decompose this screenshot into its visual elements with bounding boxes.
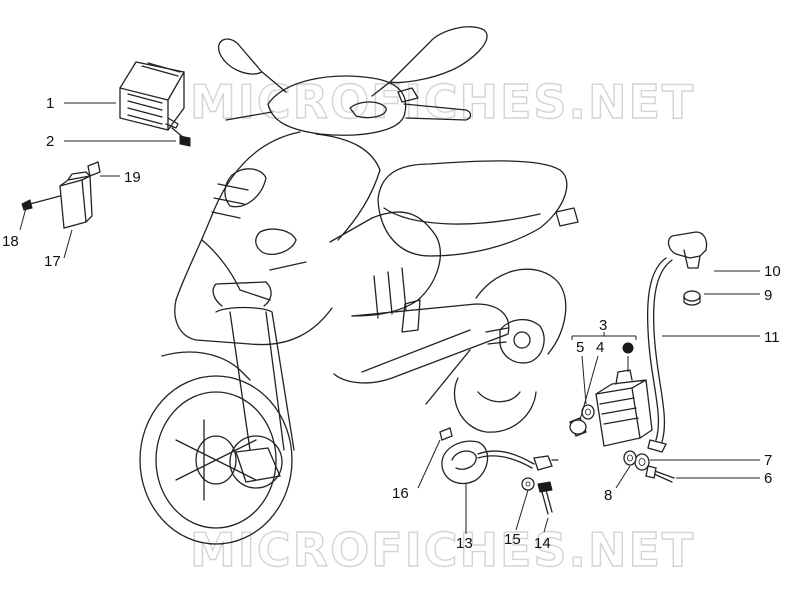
- callout-9: 9: [764, 287, 772, 304]
- callout-18: 18: [2, 233, 19, 250]
- part-marker-dot: [622, 342, 634, 354]
- part-ht-coil: [595, 369, 653, 447]
- part-washer-8: [623, 450, 637, 466]
- callout-7: 7: [764, 452, 772, 469]
- scooter-illustration: [139, 26, 579, 545]
- part-regulator: [119, 61, 185, 131]
- part-screw-18: [21, 195, 61, 211]
- part-spark-plug-cap: [667, 231, 708, 306]
- callout-8: 8: [604, 487, 612, 504]
- callout-1: 1: [46, 95, 54, 112]
- part-clip-16: [439, 427, 453, 441]
- callout-4: 4: [596, 339, 604, 356]
- callout-10: 10: [764, 263, 781, 280]
- callout-17: 17: [44, 253, 61, 270]
- leader-lines: [19, 102, 760, 534]
- callout-2: 2: [46, 133, 54, 150]
- watermark-bottom: MICROFICHES.NET: [190, 523, 695, 577]
- part-bolt-2: [171, 127, 191, 147]
- part-screw-14: [537, 481, 553, 515]
- callout-6: 6: [764, 470, 772, 487]
- part-pickup-unit: [441, 440, 559, 485]
- part-screw-6: [645, 465, 675, 483]
- part-bushing-4: [569, 417, 587, 437]
- part-clip-19: [87, 161, 101, 177]
- part-washer-7: [634, 453, 650, 471]
- callout-16: 16: [392, 485, 409, 502]
- part-washer-15: [521, 477, 535, 491]
- part-ht-cable: [646, 257, 673, 453]
- callout-14: 14: [534, 535, 551, 552]
- callout-labels: 1 2 19 18 17 10 9 11 3 5 4 7 6 8 16 13 1…: [2, 95, 781, 552]
- part-washer-5: [581, 404, 595, 420]
- watermark-top: MICROFICHES.NET: [190, 75, 695, 129]
- part-relay-box: [59, 171, 93, 229]
- callout-13: 13: [456, 535, 473, 552]
- callout-19: 19: [124, 169, 141, 186]
- callout-3: 3: [599, 317, 607, 334]
- callout-11: 11: [764, 329, 780, 346]
- callout-5: 5: [576, 339, 584, 356]
- callout-15: 15: [504, 531, 521, 548]
